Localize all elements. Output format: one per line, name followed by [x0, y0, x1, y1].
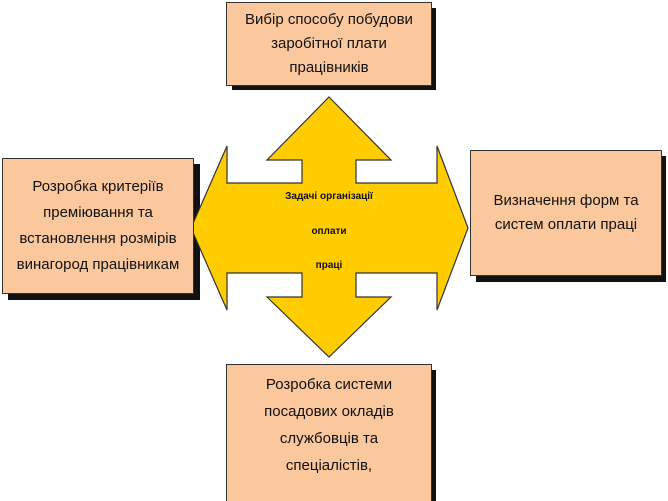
top-box-text: Вибір способу побудови заробітної плати … [245, 11, 413, 76]
bottom-box: Розробка системи посадових окладів служб… [226, 364, 432, 501]
left-box-text: Розробка критеріїв преміювання та встано… [16, 178, 180, 273]
left-box: Розробка критеріїв преміювання та встано… [2, 158, 194, 294]
right-box: Визначення форм та систем оплати праці [470, 150, 662, 276]
center-title-line-2: оплати [311, 226, 347, 237]
top-box: Вибір способу побудови заробітної плати … [226, 2, 432, 86]
center-title-line-3: праці [315, 260, 343, 271]
right-box-text: Визначення форм та систем оплати праці [493, 192, 639, 233]
center-title-line-1: Задачі організації [285, 191, 373, 202]
bottom-box-text: Розробка системи посадових окладів служб… [264, 376, 394, 474]
